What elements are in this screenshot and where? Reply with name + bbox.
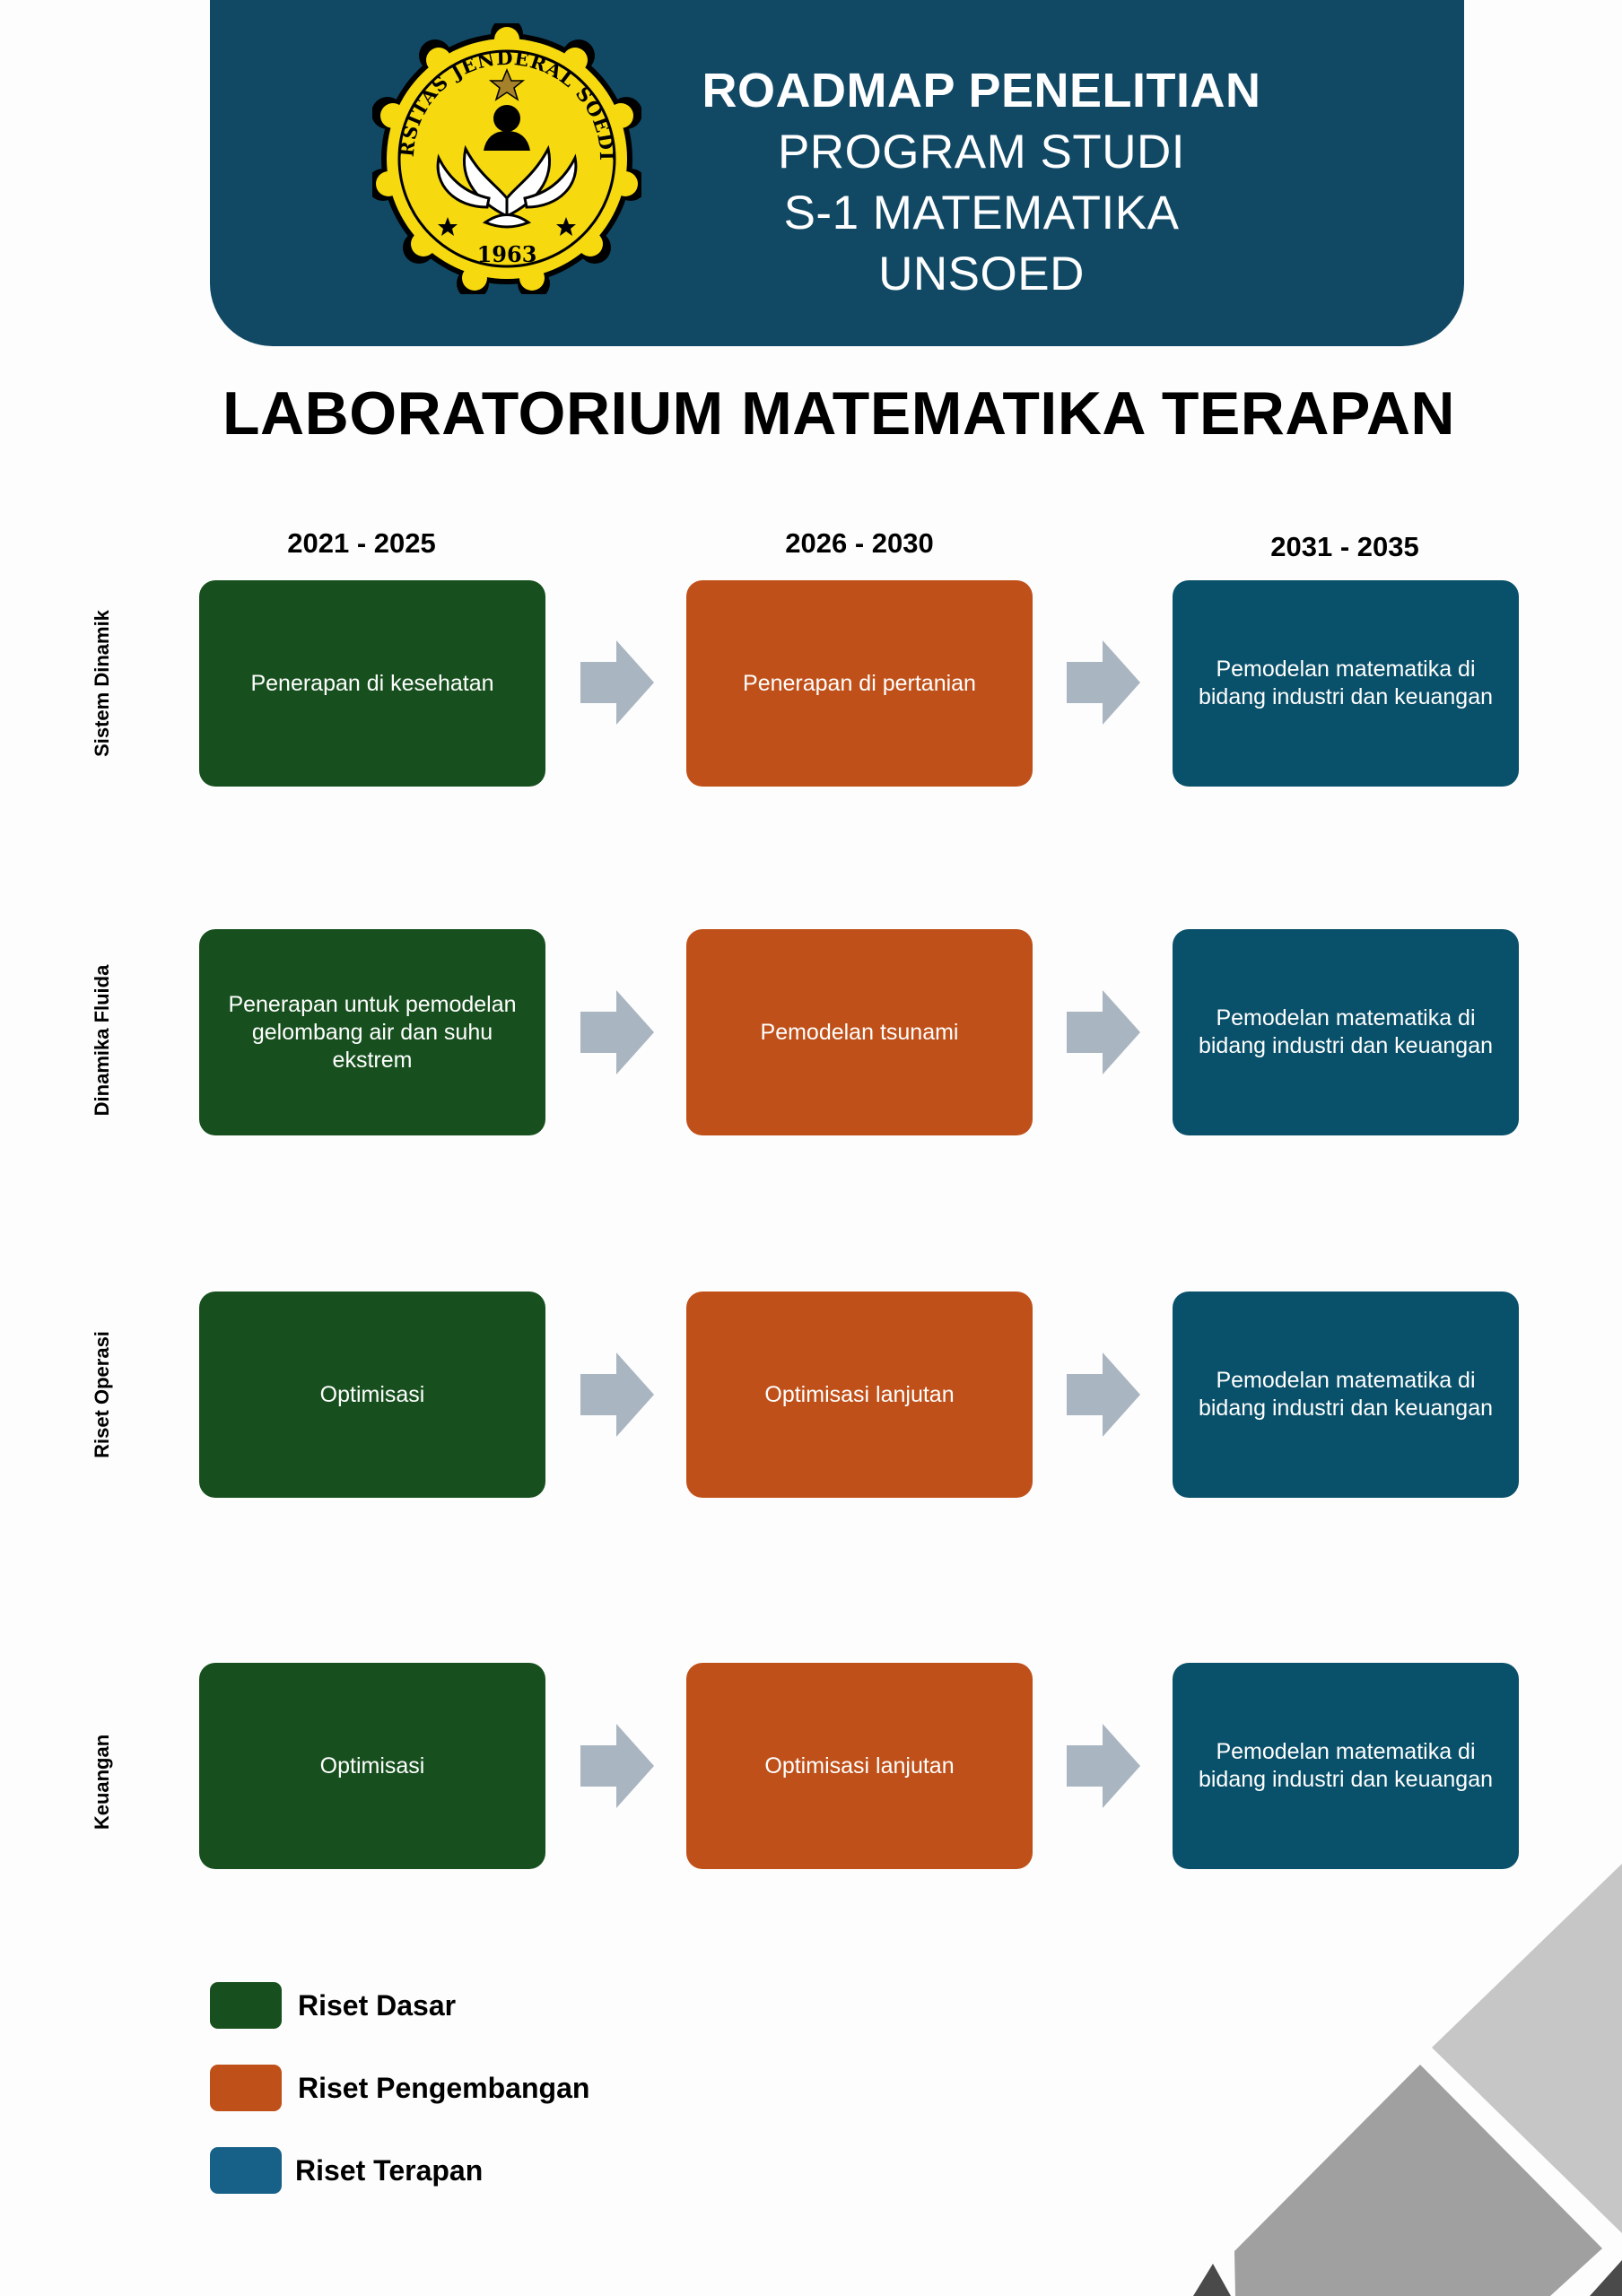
roadmap-box-applied: Pemodelan matematika di bidang industri … <box>1173 1663 1519 1869</box>
period-header-2: 2026 - 2030 <box>785 527 934 559</box>
roadmap-box-applied: Pemodelan matematika di bidang industri … <box>1173 580 1519 787</box>
university-seal-logo: UNIVERSITAS JENDERAL SOEDIRMAN 1963 <box>372 23 641 294</box>
roadmap-box-development: Penerapan di pertanian <box>686 580 1033 787</box>
roadmap-box-applied: Pemodelan matematika di bidang industri … <box>1173 1292 1519 1498</box>
arrow-right-icon <box>1067 1352 1140 1437</box>
arrow-right-icon <box>1067 640 1140 725</box>
arrow-right-icon <box>580 1724 654 1808</box>
header-subtitle-program: PROGRAM STUDI <box>777 126 1186 178</box>
header-text: ROADMAP PENELITIAN PROGRAM STUDI S-1 MAT… <box>676 59 1286 305</box>
roadmap-box-basic: Penerapan untuk pemodelan gelombang air … <box>199 929 545 1135</box>
arrow-right-icon <box>580 1352 654 1437</box>
roadmap-box-basic: Optimisasi <box>199 1292 545 1498</box>
legend-swatch <box>210 1982 282 2029</box>
legend-swatch <box>210 2065 282 2111</box>
roadmap-box-development: Optimisasi lanjutan <box>686 1663 1033 1869</box>
header-title: ROADMAP PENELITIAN <box>702 64 1261 117</box>
roadmap-box-basic: Optimisasi <box>199 1663 545 1869</box>
roadmap-box-development: Pemodelan tsunami <box>686 929 1033 1135</box>
svg-text:1963: 1963 <box>477 241 537 267</box>
page-title: LABORATORIUM MATEMATIKA TERAPAN <box>222 379 1456 448</box>
legend-swatch <box>210 2147 282 2194</box>
header-banner: UNIVERSITAS JENDERAL SOEDIRMAN 1963 ROAD… <box>210 0 1464 346</box>
roadmap-box-applied: Pemodelan matematika di bidang industri … <box>1173 929 1519 1135</box>
roadmap-box-development: Optimisasi lanjutan <box>686 1292 1033 1498</box>
period-header-3: 2031 - 2035 <box>1270 531 1419 562</box>
arrow-right-icon <box>580 640 654 725</box>
period-header-1: 2021 - 2025 <box>287 527 436 559</box>
roadmap-box-basic: Penerapan di kesehatan <box>199 580 545 787</box>
header-subtitle-department: S-1 MATEMATIKA UNSOED <box>783 187 1180 300</box>
arrow-right-icon <box>1067 1724 1140 1808</box>
arrow-right-icon <box>580 990 654 1074</box>
arrow-right-icon <box>1067 990 1140 1074</box>
